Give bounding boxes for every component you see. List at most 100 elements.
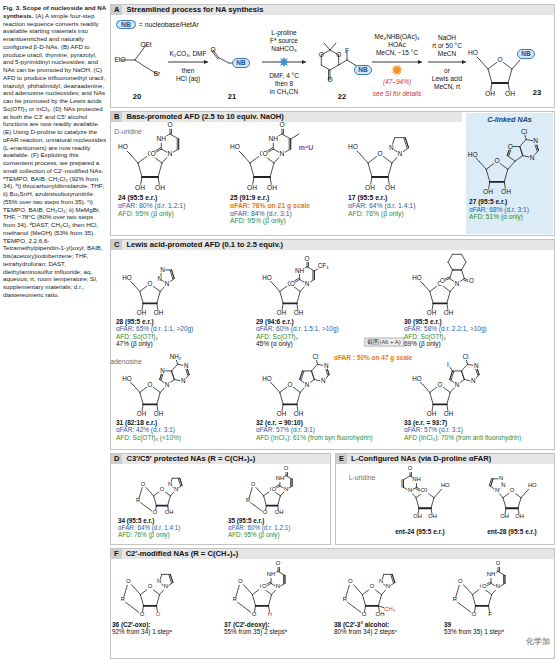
annotation: m⁵U: [299, 144, 314, 152]
atom-label: HO: [262, 275, 272, 281]
atom-label: CH₃: [384, 607, 396, 613]
nucleobase-key: NB= nucleobase/HetAr: [116, 20, 199, 29]
bond-line: [405, 138, 408, 148]
bond-line: [170, 134, 179, 139]
atom-label: O: [407, 466, 413, 472]
atom-label: O: [437, 382, 443, 388]
reaction-arrow: [168, 62, 208, 63]
bond-line: [157, 392, 160, 404]
bond-line: [434, 491, 440, 498]
atom-label: O: [495, 561, 501, 567]
compound-data: AFD: Sc(OTf)₃: [256, 333, 354, 340]
bond-line: [135, 60, 144, 66]
atom-label: N: [454, 382, 460, 388]
compound-data: AFD: 95% (β only): [118, 210, 228, 218]
atom-label: N: [164, 281, 170, 287]
atom-label: F: [488, 612, 493, 618]
bond-line: [360, 154, 368, 163]
atom-label: O: [507, 143, 513, 150]
bond-line: [273, 385, 280, 393]
annotation: NaOH: [438, 34, 456, 41]
bond-line: [520, 139, 526, 146]
fills: [466, 113, 553, 234]
bond-line: [480, 60, 488, 69]
bond-line: [416, 498, 419, 509]
bond-line: [142, 176, 158, 178]
bond-line: [447, 291, 450, 303]
bond-line: [372, 176, 388, 178]
bond-line: [172, 371, 175, 380]
compound-number: 32 (e.r. = 90:10): [256, 419, 398, 426]
atom-label: O: [139, 612, 145, 618]
watermark: 截图(Alt + A): [364, 338, 404, 347]
bond-line: [448, 254, 453, 262]
atom-label: NH: [266, 572, 276, 578]
panel-heading-bar: AStreamlined process for NA synthesis: [111, 5, 554, 15]
atom-label: O: [290, 281, 296, 287]
bond-line: [290, 139, 291, 149]
atom-label: O: [369, 584, 375, 590]
atom-label: O: [152, 510, 158, 516]
atom-label: N: [533, 138, 539, 145]
atom-label: O: [238, 579, 244, 585]
bond-line: [130, 154, 138, 163]
atom-label: O: [440, 278, 446, 284]
bond-line: [286, 476, 292, 480]
panel-heading: L-Configured NAs (via D-proline αFAR): [347, 454, 495, 464]
atom-label: OH: [136, 411, 146, 417]
compound-data: 55% from 35) 2 stepsᵇ: [224, 628, 330, 635]
bond-line: [452, 269, 461, 270]
atom-label: O: [361, 612, 367, 618]
bond-line: [423, 284, 430, 292]
annotation: D-uridine: [114, 128, 142, 136]
atom-label: HO: [527, 483, 537, 489]
bond-line: [404, 138, 407, 148]
compound-data: αFAR: 57% (d.r. 3:1): [256, 426, 398, 433]
bond-line: [490, 181, 504, 183]
bond-line: [312, 364, 318, 371]
nb-label: NB: [236, 59, 245, 66]
atom-label: H: [267, 612, 272, 618]
panel-letter: E: [336, 454, 347, 464]
panel-heading-bar: FC2′-modified NAs (R = C(CH₃)₂): [111, 549, 554, 559]
atom-label: O: [126, 579, 132, 585]
atom-label: OH: [443, 310, 453, 316]
annotation: F* source: [270, 37, 298, 44]
compound-number: 24 (95:5 e.r.): [118, 194, 228, 202]
atom-label: N: [156, 579, 161, 585]
bond-line: [291, 134, 299, 139]
annotation: see SI for details: [370, 90, 424, 97]
nucleobase-circle: NB: [232, 58, 249, 69]
bond-line: [301, 371, 304, 380]
bond-line: [324, 43, 330, 50]
panel-heading-bar: BBase-promoted AFD (2.5 to 10 equiv. NaO…: [111, 112, 462, 122]
bond-line: [140, 291, 143, 303]
bond-line: [178, 139, 179, 149]
atom-label: R: [120, 597, 125, 603]
atom-label: OH: [365, 185, 376, 192]
compound-data: AFD: 76% (β only): [118, 531, 226, 538]
bond-line: [172, 364, 178, 371]
bond-line: [140, 392, 143, 404]
atom-label: O: [304, 256, 310, 262]
atom-label: O: [283, 466, 289, 472]
bond-line: [479, 161, 486, 169]
atom-label: O: [482, 584, 488, 590]
panel-heading: Streamlined process for NA synthesis: [122, 5, 267, 15]
annotation: Br: [154, 70, 161, 77]
atom-label: HO: [468, 50, 479, 57]
figure-panel: CLewis acid-promoted AFD (0.1 to 2.5 equ…: [110, 239, 555, 450]
atom-label: N: [173, 487, 178, 493]
atom-label: O: [159, 487, 165, 493]
atom-label: N: [529, 154, 535, 161]
atom-label: OH: [276, 310, 286, 316]
bond-line: [423, 385, 430, 393]
nb-label: NB: [358, 66, 367, 73]
bond-line: [140, 595, 143, 606]
compound-data: αFAR: 60% (d.r. 1.2:1): [228, 524, 328, 531]
atom-label: O: [250, 482, 256, 488]
atom-label: N: [275, 584, 280, 590]
bond-line: [430, 392, 433, 404]
c-linked-fill: [466, 113, 553, 234]
atom-label: N: [160, 267, 166, 273]
